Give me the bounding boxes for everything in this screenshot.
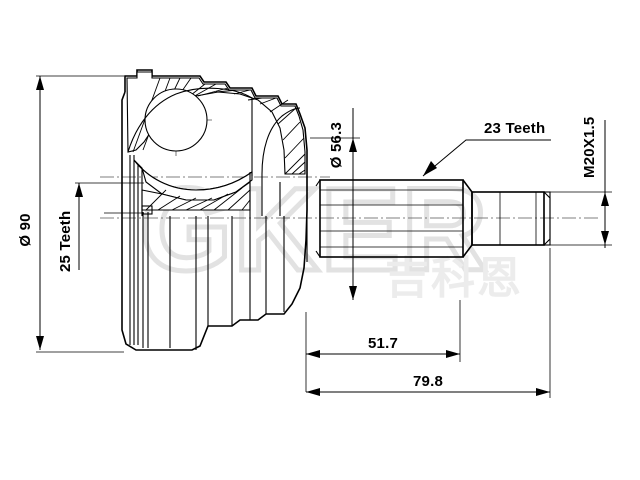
thread-end-chamfer [543, 191, 551, 246]
dim-23teeth-leader [422, 139, 551, 177]
dim-25teeth-label: 25 Teeth [57, 211, 74, 272]
dim-m20-arrow-bottom [601, 231, 609, 245]
watermark-cjk: 吉科恩 [385, 253, 523, 304]
dim-798-arrow-left [306, 388, 320, 396]
ball-raceway-upper [127, 87, 253, 153]
dim-798-arrow-right [536, 388, 550, 396]
housing-outer-profile-lower [121, 91, 308, 351]
hatch-lines-bottom [145, 187, 251, 211]
dim-23teeth-label: 23 Teeth [484, 120, 545, 137]
thread-end-cap [543, 191, 551, 246]
dim-798-label: 79.8 [413, 373, 443, 390]
housing-body-verticals [169, 174, 285, 350]
dimension-length-79-8: 79.8 [306, 248, 551, 398]
housing-outer-profile-upper [124, 69, 308, 176]
retainer-notch [141, 205, 153, 215]
dim-25teeth-arrow [75, 183, 83, 197]
dim-m20-label: M20X1.5 [581, 117, 598, 178]
dimension-diameter-56-3: Ø 56.3 [310, 108, 360, 300]
spline-profile-lines [320, 189, 463, 248]
dim-563-arrow-bottom [349, 286, 357, 300]
retainer-ring-lines [129, 155, 149, 348]
spline-shaft-body [319, 179, 464, 258]
dim-517-arrow-right [446, 350, 460, 358]
spline-left-chamfer [315, 179, 321, 258]
boot-shoulder-contour [261, 107, 301, 175]
cv-joint-housing [121, 69, 308, 351]
dim-90-label: Ø 90 [17, 213, 34, 246]
dimension-23-teeth: 23 Teeth [422, 120, 551, 177]
splined-stub-shaft [315, 179, 551, 258]
dimension-length-51-7: 51.7 [305, 300, 461, 392]
watermark-group: GKER 吉科恩 [138, 162, 523, 305]
dim-563-arrow-top [349, 138, 357, 152]
bearing-ball [144, 88, 208, 152]
thread-profile-lines [499, 192, 537, 245]
dim-517-label: 51.7 [368, 335, 398, 352]
dim-90-arrow-bottom [36, 336, 44, 350]
dim-23teeth-arrow [423, 161, 437, 176]
dim-563-label: Ø 56.3 [328, 122, 345, 168]
dim-517-arrow-left [306, 350, 320, 358]
dimension-diameter-90: Ø 90 [17, 75, 124, 353]
dimension-thread-m20x1-5: M20X1.5 [548, 117, 612, 248]
dim-m20-arrow-top [601, 192, 609, 206]
dimension-25-teeth: 25 Teeth [57, 182, 144, 272]
dim-90-arrow-top [36, 76, 44, 90]
